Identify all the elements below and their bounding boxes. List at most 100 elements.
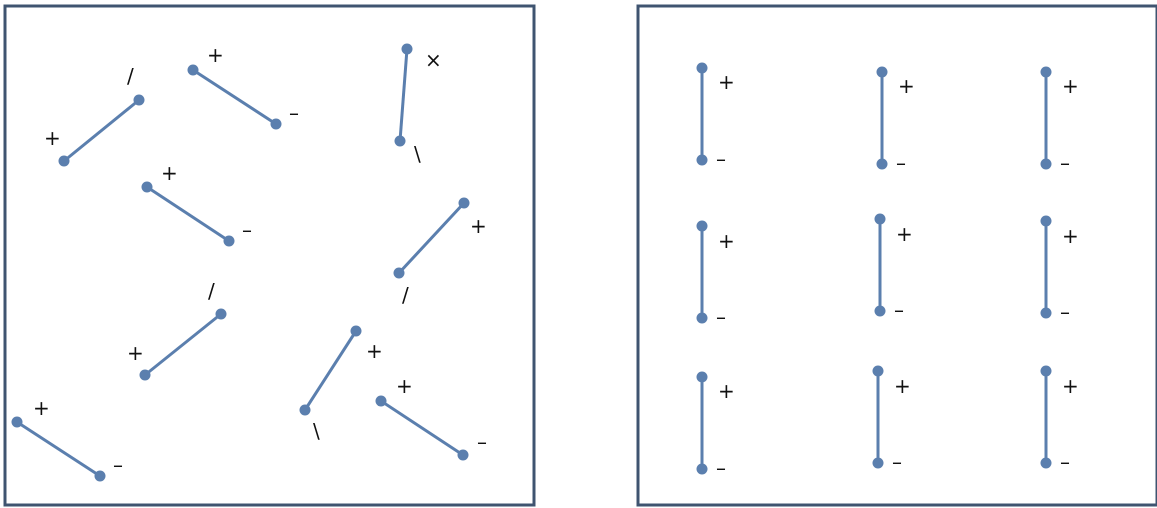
dipole-end-negative — [94, 470, 106, 482]
dipole: + / — [44, 64, 145, 167]
positive-sign: + — [470, 214, 487, 238]
positive-sign: + — [898, 74, 915, 98]
positive-sign: + — [718, 70, 735, 94]
negative-sign: – — [716, 305, 726, 329]
dipole-end-positive — [401, 43, 413, 55]
dipole: + – — [11, 396, 123, 482]
negative-sign: – — [716, 456, 726, 480]
dipole-bar — [380, 399, 464, 457]
positive-sign: + — [44, 126, 61, 150]
positive-sign: + — [366, 339, 383, 363]
positive-sign: + — [1062, 74, 1079, 98]
positive-sign: + — [896, 222, 913, 246]
dipole-end-negative — [393, 267, 405, 279]
negative-sign: – — [242, 218, 252, 242]
dipole-end-positive — [375, 395, 387, 407]
dipole-bar — [16, 420, 101, 478]
dipole-end-positive — [58, 155, 70, 167]
dipole-end-negative — [872, 457, 884, 469]
positive-sign: + — [718, 379, 735, 403]
dipole-end-positive — [141, 181, 153, 193]
dipole-end-positive — [696, 371, 708, 383]
dipole-bar — [63, 98, 140, 163]
panel-aligned-dipoles: + – + – + – + – + — [636, 4, 1157, 507]
dipole: + – — [696, 62, 735, 171]
dipole-end-negative — [696, 463, 708, 475]
panel-frame — [3, 4, 536, 507]
negative-sign: \ — [313, 419, 320, 443]
dipole-end-positive — [876, 66, 888, 78]
dipole-end-negative — [215, 308, 227, 320]
dipole: + \ — [299, 325, 383, 443]
dipole: × \ — [394, 43, 442, 166]
dipole-end-negative — [876, 158, 888, 170]
dipole-bar — [397, 201, 466, 275]
dipole-bar — [192, 68, 277, 126]
dipole-end-negative — [1040, 158, 1052, 170]
negative-sign: \ — [414, 142, 421, 166]
dipole: + / — [393, 197, 487, 307]
dipole-end-positive — [872, 365, 884, 377]
positive-sign: + — [396, 374, 413, 398]
dipole-end-positive — [696, 220, 708, 232]
dipole: + – — [375, 374, 487, 461]
dipole-end-negative — [133, 94, 145, 106]
dipole: + – — [876, 66, 915, 175]
positive-sign: + — [127, 341, 144, 365]
dipole-end-negative — [696, 154, 708, 166]
negative-sign: – — [1060, 300, 1070, 324]
dipole-end-negative — [299, 404, 311, 416]
dipole-bar — [144, 312, 222, 377]
negative-sign: – — [892, 450, 902, 474]
positive-sign: + — [718, 229, 735, 253]
positive-sign: × — [425, 48, 442, 72]
dipole-bar — [303, 330, 358, 411]
dipole: + – — [874, 213, 913, 322]
dipole-bar — [146, 185, 230, 243]
dipole-end-positive — [696, 62, 708, 74]
dipole: + – — [696, 371, 735, 480]
dipole-end-positive — [458, 197, 470, 209]
dipole-end-negative — [696, 312, 708, 324]
dipole-end-negative — [223, 235, 235, 247]
negative-sign: / — [402, 283, 409, 307]
dipole-end-negative — [1040, 457, 1052, 469]
dipole-end-positive — [874, 213, 886, 225]
dipole-end-positive — [1040, 215, 1052, 227]
positive-sign: + — [161, 161, 178, 185]
negative-sign: / — [208, 279, 215, 303]
dipole: + – — [872, 365, 911, 474]
dipole-end-positive — [1040, 66, 1052, 78]
dipole-end-negative — [457, 449, 469, 461]
positive-sign: + — [33, 396, 50, 420]
dipole-end-positive — [11, 416, 23, 428]
negative-sign: – — [716, 147, 726, 171]
dipole-end-negative — [394, 135, 406, 147]
negative-sign: – — [894, 298, 904, 322]
positive-sign: + — [1062, 374, 1079, 398]
dipole-end-positive — [350, 325, 362, 337]
negative-sign: – — [1060, 450, 1070, 474]
panel-random-dipoles: + / + – × \ + – + — [3, 4, 536, 507]
dipole-end-positive — [1040, 365, 1052, 377]
negative-sign: – — [896, 151, 906, 175]
dipole: + – — [696, 220, 735, 329]
dipole: + – — [187, 43, 299, 130]
dipole-end-negative — [270, 118, 282, 130]
negative-sign: – — [1060, 151, 1070, 175]
dipole: + – — [1040, 66, 1079, 175]
negative-sign: – — [289, 101, 299, 125]
dipole-end-negative — [874, 305, 886, 317]
dipole-end-negative — [1040, 307, 1052, 319]
dipole: + / — [127, 279, 227, 381]
dipole-bar — [398, 48, 409, 142]
panel-frame — [636, 4, 1157, 507]
negative-sign: – — [113, 453, 123, 477]
negative-sign: / — [127, 64, 134, 88]
dipole-end-positive — [187, 64, 199, 76]
dipole: + – — [141, 161, 252, 247]
positive-sign: + — [207, 43, 224, 67]
positive-sign: + — [894, 374, 911, 398]
dipole: + – — [1040, 365, 1079, 474]
